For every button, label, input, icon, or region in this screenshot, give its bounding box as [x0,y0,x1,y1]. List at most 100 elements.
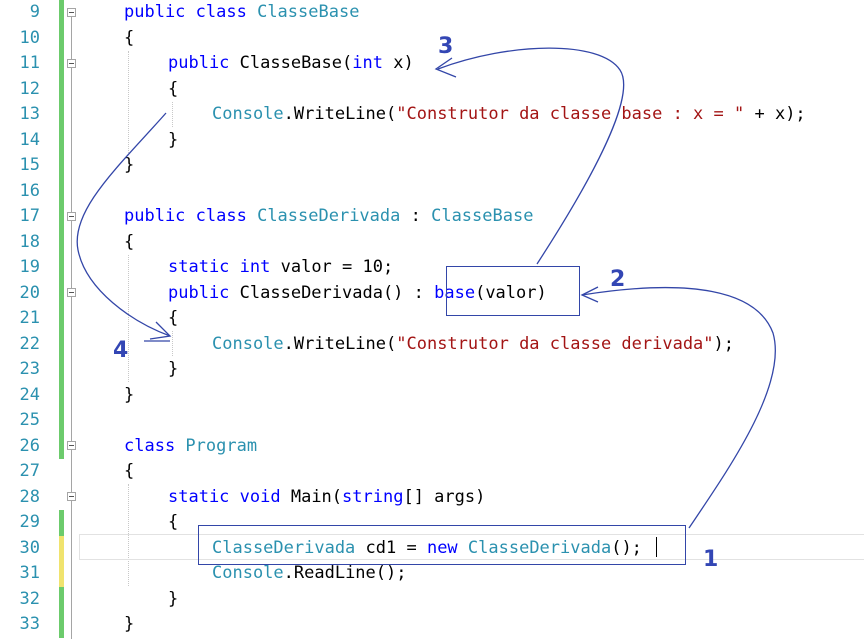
line-number: 16 [19,180,40,201]
code-token: [] args) [403,486,486,507]
code-text: } [168,587,178,613]
code-token: ClasseDerivada() : [239,282,435,303]
code-text: { [124,230,134,256]
code-line[interactable]: 23} [0,357,864,383]
line-number: 12 [19,78,40,99]
indent-guide [172,331,173,356]
code-token: } [124,614,135,634]
change-marker-saved [59,127,64,153]
code-token: .ReadLine(); [283,563,407,583]
code-line[interactable]: 24} [0,382,864,408]
outline-line [71,17,72,59]
line-number: 17 [19,206,40,226]
indent-guide [172,102,173,127]
change-marker-saved [59,255,64,281]
code-line[interactable]: 33} [0,612,864,638]
change-marker-saved [59,357,64,383]
collapse-icon[interactable] [67,8,76,17]
code-text: } [168,357,178,383]
collapse-icon[interactable] [67,492,76,501]
code-text: } [168,128,178,154]
code-token: class [195,206,258,226]
code-text: } [124,612,134,638]
collapse-icon[interactable] [67,441,76,450]
current-line-highlight [79,534,864,560]
change-marker-saved [59,408,64,434]
collapse-icon[interactable] [67,212,76,221]
change-marker-saved [59,229,64,255]
code-token: ClasseDerivada [467,537,612,558]
code-text: ClasseDerivada cd1 = new ClasseDerivada(… [212,536,642,562]
code-line[interactable]: 30 ClasseDerivada cd1 = new ClasseDerivad… [0,535,864,562]
arrow-4-head [149,321,172,340]
code-token: new [426,537,468,558]
code-line[interactable]: 21{ [0,306,864,332]
code-line[interactable]: 17 public class ClasseDerivada : ClasseBa… [0,204,864,230]
code-token: Console [212,333,284,354]
text-caret [656,537,657,557]
code-text: public class ClasseDerivada : ClasseBase [124,204,533,230]
code-token: } [124,384,135,405]
code-token: (); [611,537,642,558]
line-number: 26 [19,435,40,456]
code-line[interactable]: 25 [0,408,864,434]
line-number: 20 [19,282,40,303]
code-text: } [124,153,134,179]
code-token: ClasseBase [431,206,534,226]
code-token: public [124,206,196,226]
arrow-3-head [434,57,457,78]
arrow-3-to-4 [76,112,171,337]
code-token: + x); [744,104,806,124]
line-number: 23 [19,359,40,379]
code-line[interactable]: 18{ [0,229,864,256]
code-token: { [168,308,179,328]
code-line[interactable]: 10{ [0,25,864,51]
change-marker-saved [59,25,64,51]
outline-line [71,450,72,492]
outline-line [71,221,72,288]
code-token: Console [212,104,284,124]
change-marker-saved [59,178,64,204]
code-token: { [124,231,135,252]
code-line[interactable]: 12{ [0,76,864,102]
line-number: 30 [19,537,40,558]
change-marker-saved [59,280,64,306]
line-number: 22 [19,333,40,354]
collapse-icon[interactable] [67,59,76,68]
line-number: 19 [19,257,40,277]
base-call-highlight-box [446,266,580,316]
code-token: } [168,359,179,379]
code-token: "Construtor da classe base : x = " [396,104,745,124]
code-line[interactable]: 14} [0,127,864,154]
code-line[interactable]: 27{ [0,459,864,485]
outline-line [71,297,72,441]
code-line[interactable]: 32} [0,586,864,613]
code-text: { [168,510,178,536]
line-number: 15 [19,155,40,175]
code-token: base [434,282,476,303]
change-marker-saved [59,306,64,332]
line-number: 14 [19,129,40,150]
code-text: static void Main(string[] args) [168,485,485,511]
code-token: string [342,486,404,507]
line-number: 13 [19,104,40,124]
change-marker-unsaved [59,561,64,587]
collapse-icon[interactable] [67,288,76,297]
code-token: cd1 = [355,537,427,558]
code-line[interactable]: 16 [0,178,864,204]
code-line[interactable]: 29{ [0,510,864,536]
code-line[interactable]: 15} [0,153,864,179]
indent-guide [128,484,129,586]
line-number: 25 [19,410,40,430]
code-token: public [168,282,240,303]
